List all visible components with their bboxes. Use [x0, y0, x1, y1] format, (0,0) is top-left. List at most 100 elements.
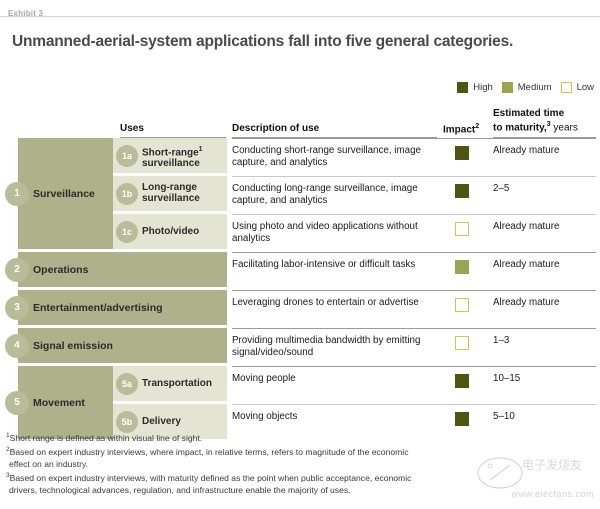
row-impact-swatch-low — [455, 222, 469, 236]
maturity-header-line2: to maturity,3 years — [493, 119, 596, 138]
legend-item-low: Low — [560, 82, 594, 93]
maturity-header-unit: years — [553, 122, 578, 134]
table-row: Facilitating labor-intensive or difficul… — [232, 252, 596, 290]
row-maturity: 1–3 — [493, 335, 510, 346]
row-maturity: Already mature — [493, 259, 560, 270]
table-row: Conducting long-range surveillance, imag… — [232, 176, 596, 214]
category-badge-5: 5 — [5, 390, 29, 415]
legend-label-medium: Medium — [517, 82, 552, 93]
sub-use-name-1c: Photo/video — [142, 226, 199, 238]
category-name-1: Surveillance — [33, 187, 95, 200]
row-separator — [232, 214, 596, 215]
footnote-text-continued: drivers, technological advances, regulat… — [9, 484, 351, 495]
sub-use-name-5b: Delivery — [142, 416, 181, 428]
column-header-description: Description of use — [232, 123, 437, 138]
category-name-2: Operations — [33, 263, 89, 276]
applications-table: Uses Description of use Impact2 Estimate… — [0, 108, 600, 439]
row-maturity: 2–5 — [493, 183, 510, 194]
exhibit-bar: Exhibit 3 — [0, 0, 600, 18]
row-description: Conducting long-range surveillance, imag… — [232, 183, 418, 206]
category-block-3[interactable] — [18, 290, 227, 325]
legend-item-high: High — [457, 82, 493, 93]
category-block-5[interactable] — [18, 366, 113, 439]
footnote-marker: 2 — [6, 446, 10, 454]
row-separator — [232, 328, 596, 329]
footnote-text: Based on expert industry interviews, wit… — [9, 473, 412, 484]
legend: High Medium Low — [457, 82, 594, 93]
row-impact-swatch-high — [455, 146, 469, 160]
table-row: Leveraging drones to entertain or advert… — [232, 290, 596, 328]
row-separator — [232, 404, 596, 405]
row-impact-swatch-high — [455, 412, 469, 426]
row-description: Providing multimedia bandwidth by emitti… — [232, 335, 421, 358]
row-separator — [232, 252, 596, 253]
sub-use-badge-1a: 1a — [116, 144, 138, 167]
row-impact-swatch-high — [455, 374, 469, 388]
legend-item-medium: Medium — [501, 82, 552, 93]
row-impact-swatch-high — [455, 184, 469, 198]
column-header-impact: Impact2 — [443, 123, 488, 138]
legend-label-high: High — [473, 82, 493, 93]
footnote-text-continued: effect on an industry. — [9, 458, 88, 469]
legend-swatch-low-icon — [560, 82, 572, 93]
row-maturity: Already mature — [493, 221, 560, 232]
category-badge-3: 3 — [5, 295, 29, 320]
row-description: Moving objects — [232, 411, 298, 422]
column-header-impact-label: Impact — [443, 124, 476, 135]
row-description: Moving people — [232, 373, 296, 384]
row-maturity: 10–15 — [493, 373, 521, 384]
column-header-uses: Uses — [120, 123, 226, 138]
sub-use-name-5a: Transportation — [142, 378, 212, 390]
table-row: Using photo and video applications witho… — [232, 214, 596, 252]
sub-use-badge-5b: 5b — [116, 410, 138, 433]
sub-use-badge-1b: 1b — [116, 182, 138, 205]
category-block-1[interactable] — [18, 138, 113, 249]
legend-label-low: Low — [576, 82, 594, 93]
sub-use-name-line1: Transportation — [142, 377, 213, 389]
sub-use-name-line1: Photo/video — [142, 225, 200, 237]
row-separator — [232, 366, 596, 367]
category-block-2[interactable] — [18, 252, 227, 287]
table-row: Moving people 10–15 — [232, 366, 596, 404]
table-row: Providing multimedia bandwidth by emitti… — [232, 328, 596, 366]
row-separator — [232, 176, 596, 177]
row-description: Facilitating labor-intensive or difficul… — [232, 259, 416, 270]
exhibit-label: Exhibit 3 — [8, 9, 44, 18]
maturity-footnote-marker: 3 — [546, 121, 551, 129]
row-impact-swatch-low — [455, 298, 469, 312]
page-title: Unmanned-aerial-system applications fall… — [12, 33, 514, 50]
footnotes: 1Short range is defined as within visual… — [6, 430, 594, 496]
table-header-row: Uses Description of use Impact2 Estimate… — [0, 108, 600, 138]
sub-use-name-line1: Delivery — [142, 415, 181, 427]
row-impact-swatch-low — [455, 336, 469, 350]
impact-footnote-marker: 2 — [475, 122, 480, 130]
table-row: Moving objects 5–10 — [232, 404, 596, 442]
row-separator — [232, 290, 596, 291]
sub-use-name-line2: surveillance — [142, 158, 200, 170]
category-name-4: Signal emission — [33, 339, 113, 352]
row-separator — [232, 138, 596, 139]
footnote-marker: 3 — [6, 472, 10, 480]
footnote-text: Short range is defined as within visual … — [9, 432, 203, 443]
row-description: Using photo and video applications witho… — [232, 221, 418, 244]
sub-use-name-line1: Short-range1 — [142, 145, 203, 158]
footnote-1: 1Short range is defined as within visual… — [6, 430, 594, 444]
sub-use-footnote-marker: 1 — [198, 145, 203, 153]
row-impact-swatch-medium — [455, 260, 469, 274]
row-description: Leveraging drones to entertain or advert… — [232, 297, 419, 308]
category-block-4[interactable] — [18, 328, 227, 363]
sub-use-badge-1c: 1c — [116, 220, 138, 243]
footnote-marker: 1 — [6, 432, 10, 439]
row-maturity: 5–10 — [493, 411, 515, 422]
category-name-3: Entertainment/advertising — [33, 301, 163, 314]
column-header-maturity: Estimated time to maturity,3 years — [493, 108, 596, 138]
sub-use-name-line2: surveillance — [142, 193, 200, 204]
maturity-header-line2-text: to maturity, — [493, 122, 547, 134]
row-maturity: Already mature — [493, 297, 560, 308]
table-row: Conducting short-range surveillance, ima… — [232, 138, 596, 176]
category-badge-1: 1 — [5, 181, 29, 206]
category-badge-2: 2 — [5, 257, 29, 282]
footnote-text: Based on expert industry interviews, whe… — [9, 447, 409, 458]
sub-use-name-line1: Long-range — [142, 181, 197, 193]
